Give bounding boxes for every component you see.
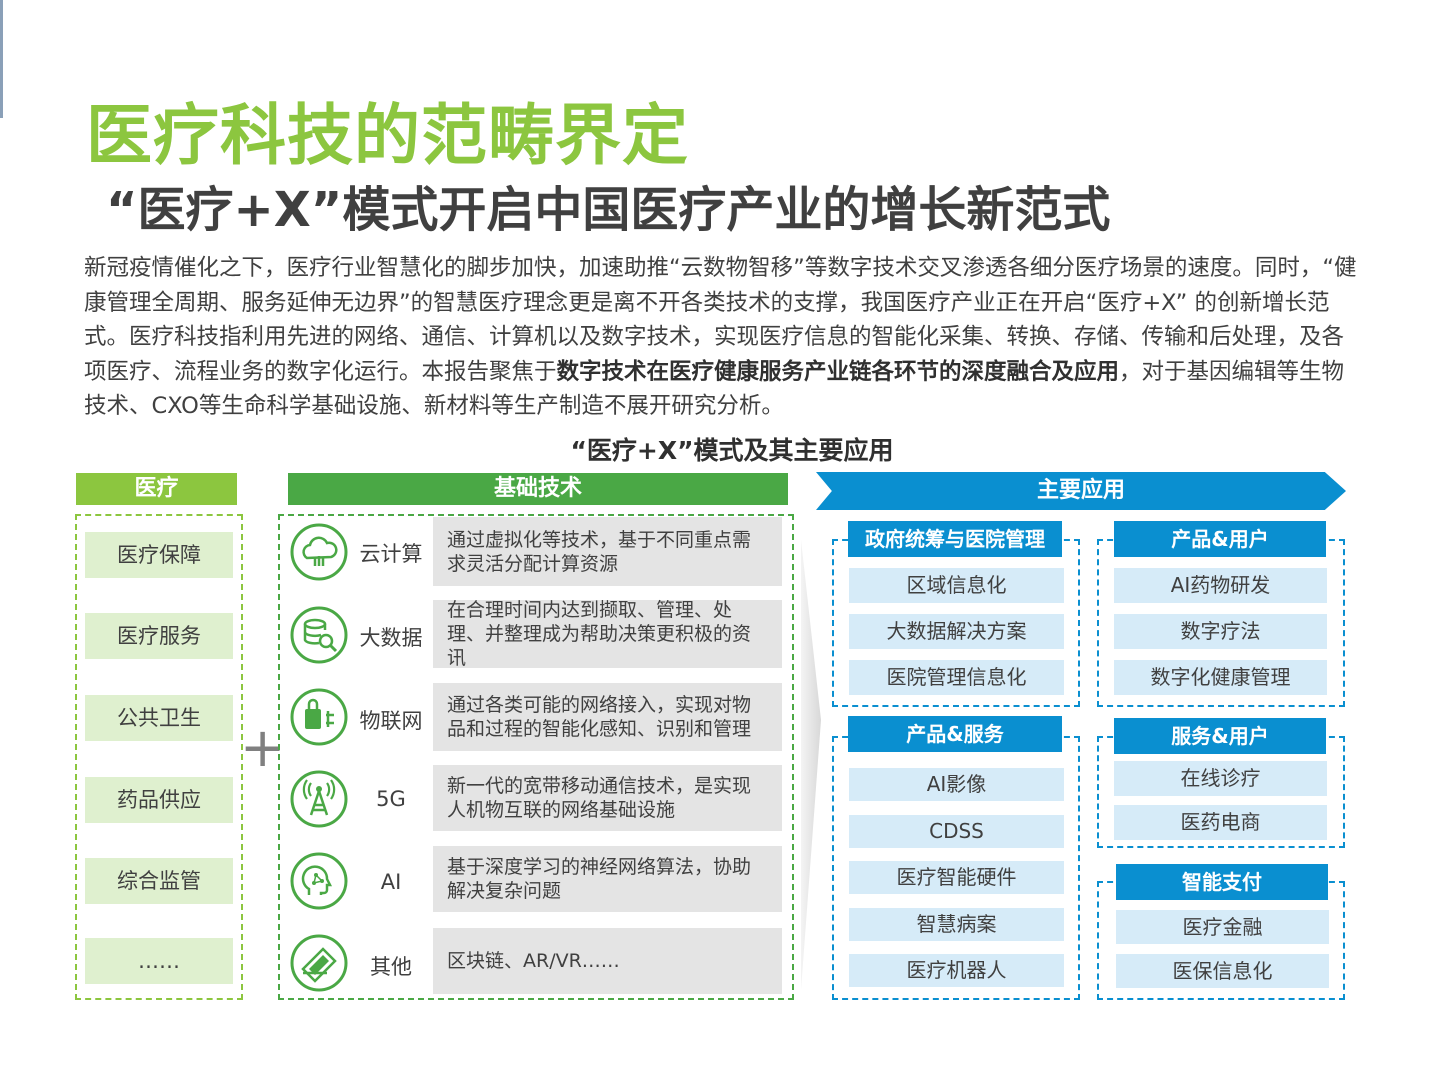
iot-plug-icon — [290, 688, 348, 746]
tech-description: 在合理时间内达到撷取、管理、处理、并整理成为帮助决策更积极的资讯 — [433, 599, 782, 669]
ai-brain-icon — [290, 852, 348, 910]
app-item: 医疗智能硬件 — [849, 861, 1064, 894]
app-item: 在线诊疗 — [1114, 761, 1327, 796]
medical-item: …… — [85, 938, 233, 984]
diagram-title: “医疗+X”模式及其主要应用 — [570, 436, 894, 465]
page-edge-line — [0, 0, 3, 118]
intro-paragraph: 新冠疫情催化之下，医疗行业智慧化的脚步加快，加速助推“云数物智移”等数字技术交叉… — [84, 251, 1364, 424]
tech-description: 新一代的宽带移动通信技术，是实现人机物互联的网络基础设施 — [433, 765, 782, 831]
app-item: 大数据解决方案 — [849, 614, 1064, 649]
tech-name: 其他 — [370, 955, 412, 979]
medical-item: 医疗服务 — [85, 613, 233, 659]
app-item: 区域信息化 — [849, 568, 1064, 603]
tech-description: 通过虚拟化等技术，基于不同重点需求灵活分配计算资源 — [433, 517, 782, 586]
app-item: 数字疗法 — [1114, 614, 1327, 649]
app-group-title: 服务&用户 — [1114, 718, 1326, 754]
tech-description: 基于深度学习的神经网络算法，协助解决复杂问题 — [433, 846, 782, 912]
database-search-icon — [290, 606, 348, 664]
page-title: 医疗科技的范畴界定 — [86, 97, 689, 174]
tech-name: 云计算 — [359, 542, 423, 566]
app-item: 医药电商 — [1114, 805, 1327, 840]
app-item: 智慧病案 — [849, 908, 1064, 941]
app-item: 医疗机器人 — [849, 954, 1064, 987]
signal-tower-icon — [290, 770, 348, 828]
app-item: AI药物研发 — [1114, 568, 1327, 603]
app-item: 医疗金融 — [1116, 910, 1329, 944]
app-item: AI影像 — [849, 768, 1064, 801]
tech-column-frame — [278, 514, 794, 1000]
tech-description: 区块链、AR/VR…… — [433, 928, 782, 994]
scanner-icon — [290, 934, 348, 992]
app-item: 数字化健康管理 — [1114, 660, 1327, 695]
flow-divider-wedge — [801, 540, 821, 990]
medical-item: 医疗保障 — [85, 532, 233, 578]
applications-column-header: 主要应用 — [816, 472, 1346, 510]
app-item: CDSS — [849, 815, 1064, 848]
medical-column-header: 医疗 — [76, 473, 237, 505]
tech-name: 大数据 — [359, 626, 423, 650]
page-subtitle: “医疗+X”模式开启中国医疗产业的增长新范式 — [106, 182, 1111, 238]
plus-sign: + — [240, 716, 286, 779]
app-group-title: 产品&用户 — [1114, 521, 1326, 557]
tech-name: AI — [380, 870, 402, 894]
app-group-title: 产品&服务 — [848, 716, 1062, 752]
tech-column-header: 基础技术 — [288, 473, 788, 505]
cloud-icon — [290, 523, 348, 581]
app-group-title: 政府统筹与医院管理 — [848, 521, 1062, 557]
medical-item: 公共卫生 — [85, 695, 233, 741]
intro-text-part2: ，对于基因编辑等生物技术、CXO等生命科学基础设施、新材料等生产制造不展开研究分… — [84, 358, 1345, 420]
app-group-title: 智能支付 — [1116, 864, 1328, 900]
tech-name: 物联网 — [359, 709, 423, 733]
app-item: 医院管理信息化 — [849, 660, 1064, 695]
tech-description: 通过各类可能的网络接入，实现对物品和过程的智能化感知、识别和管理 — [433, 683, 782, 751]
intro-text-part1: 新冠疫情催化之下，医疗行业智慧化的脚步加快，加速助推“云数物智移”等数字技术交叉… — [84, 255, 1357, 385]
app-item: 医保信息化 — [1116, 954, 1329, 988]
tech-name: 5G — [376, 787, 406, 811]
medical-item: 综合监管 — [85, 858, 233, 904]
medical-item: 药品供应 — [85, 777, 233, 823]
intro-text-bold: 数字技术在医疗健康服务产业链各环节的深度融合及应用 — [556, 358, 1120, 385]
medical-column-frame — [75, 514, 243, 1000]
